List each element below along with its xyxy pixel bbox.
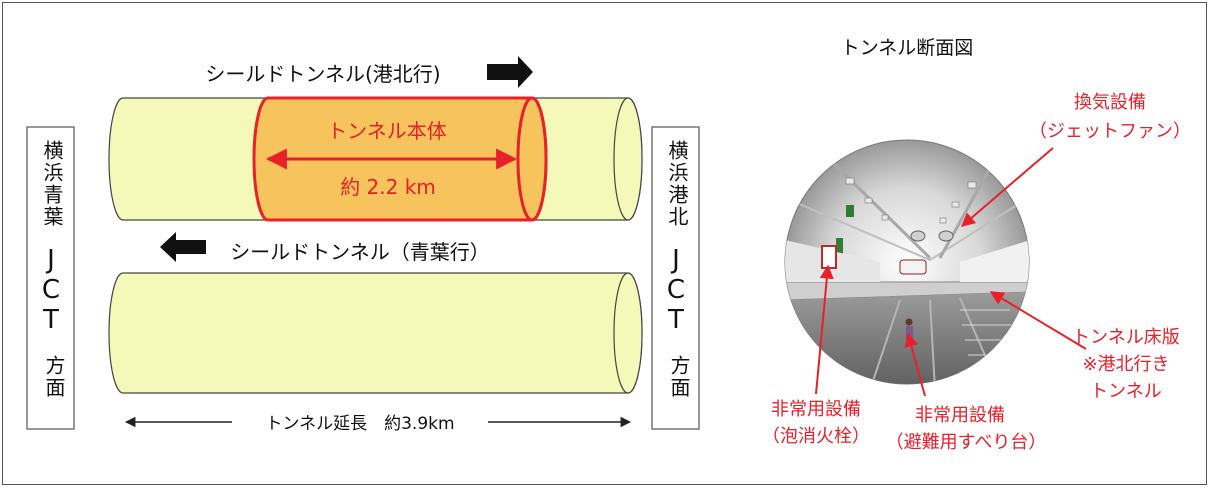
- bottom-tunnel-label: シールドトンネル（青葉行）: [230, 240, 490, 264]
- right-jct-name: 横浜港北: [665, 140, 689, 228]
- top-tunnel-label: シールドトンネル(港北行): [205, 62, 440, 86]
- arrow-left-icon: [160, 232, 206, 262]
- left-jct-name: 横浜青葉: [40, 140, 64, 228]
- right-jct-label: JCT: [661, 245, 691, 335]
- hydrant-label-line1: 非常用設備: [771, 399, 861, 420]
- slide-label-line1: 非常用設備: [915, 405, 1005, 426]
- tunnel-body-length: 約 2.2 km: [340, 175, 436, 199]
- left-jct-label: JCT: [36, 245, 66, 335]
- cross-section-title: トンネル断面図: [841, 37, 974, 59]
- right-jct-direction: 方面: [667, 355, 691, 399]
- floor-arrow: [989, 291, 1087, 350]
- ventilation-label-line2: （ジェットファン）: [1029, 121, 1191, 142]
- slide-arrow: [904, 332, 926, 397]
- bottom-tunnel: [108, 272, 643, 394]
- callout-arrows: [815, 147, 1087, 397]
- ventilation-label-line1: 換気設備: [1074, 92, 1146, 113]
- tunnel-body-title: トンネル本体: [327, 119, 447, 143]
- cross-section-image: [784, 139, 1030, 385]
- left-jct-box: [26, 126, 75, 430]
- slide-label-line2: （避難用すべり台）: [886, 432, 1047, 453]
- right-jct-box: [651, 126, 700, 430]
- arrow-right-icon: [487, 56, 533, 88]
- floor-label-line2: ※港北行き: [1082, 354, 1169, 375]
- hydrant-label-line2: （泡消火栓）: [762, 426, 870, 447]
- hydrant-arrow: [815, 264, 834, 395]
- floor-label-line1: トンネル床版: [1072, 327, 1180, 348]
- total-length-label: トンネル延長 約3.9km: [265, 414, 454, 434]
- floor-label-line3: トンネル: [1090, 381, 1162, 402]
- ventilation-arrow: [960, 147, 1054, 227]
- left-jct-direction: 方面: [42, 355, 66, 399]
